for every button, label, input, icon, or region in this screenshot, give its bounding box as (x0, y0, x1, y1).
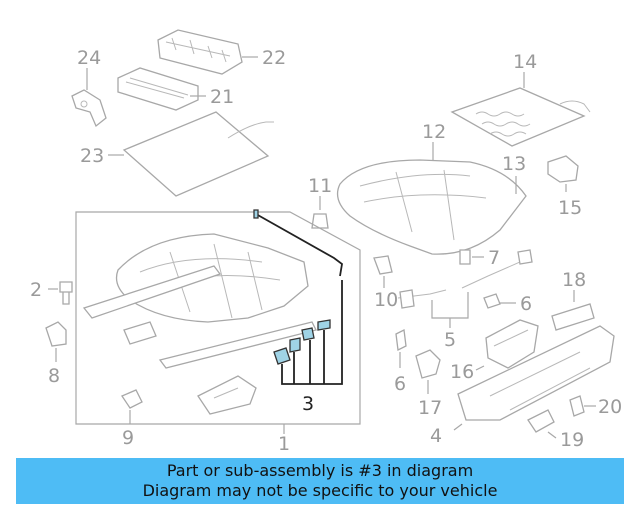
part-15-connector (547, 155, 579, 192)
callout-11: 11 (308, 175, 332, 197)
part-18-switch (551, 290, 595, 331)
part-1-seat-frame (82, 233, 317, 415)
callout-6a: 6 (520, 293, 532, 315)
callout-13: 13 (502, 153, 526, 175)
callout-2: 2 (30, 279, 42, 301)
part-3-highlighted (253, 209, 343, 385)
part-10-clip (373, 255, 393, 288)
callout-5: 5 (444, 329, 456, 351)
callout-17: 17 (418, 397, 442, 419)
part-4-shield (453, 325, 615, 431)
callout-9: 9 (122, 427, 134, 449)
callout-20: 20 (598, 396, 622, 418)
callout-22: 22 (262, 47, 286, 69)
part-2-bolt (48, 281, 73, 305)
part-11-clip (311, 196, 329, 229)
callout-4: 4 (430, 425, 442, 447)
part-22-module (157, 29, 258, 75)
part-14-heater (450, 72, 591, 147)
parts-diagram: 22 21 24 23 14 12 13 15 1 (30, 29, 622, 455)
callout-14: 14 (513, 51, 537, 73)
part-6-screw-b (395, 329, 407, 368)
callout-21: 21 (210, 86, 234, 108)
callout-8: 8 (48, 365, 60, 387)
part-9-cap (121, 389, 143, 424)
part-24-bracket (71, 68, 107, 128)
callout-15: 15 (558, 197, 582, 219)
part-8-clip (45, 321, 67, 362)
banner-line-1: Part or sub-assembly is #3 in diagram (166, 461, 474, 480)
callout-23: 23 (80, 145, 104, 167)
part-16-motor (475, 319, 539, 371)
part-12-cushion (336, 142, 527, 255)
callout-1: 1 (278, 433, 290, 455)
callout-19: 19 (560, 429, 584, 451)
callout-16: 16 (450, 361, 474, 383)
part-21-box (117, 67, 206, 111)
banner-line-2: Diagram may not be specific to your vehi… (142, 481, 498, 500)
callout-3: 3 (302, 393, 314, 415)
part-6-screw-a (483, 293, 516, 309)
callout-7: 7 (488, 247, 500, 269)
part-19-knob (527, 409, 557, 439)
part-20-knob (569, 395, 596, 417)
callout-18: 18 (562, 269, 586, 291)
part-23-mat (108, 111, 274, 197)
callout-10: 10 (374, 289, 398, 311)
info-banner: Part or sub-assembly is #3 in diagram Di… (16, 458, 624, 504)
callout-6b: 6 (394, 373, 406, 395)
callout-12: 12 (422, 121, 446, 143)
part-5-harness (397, 249, 533, 328)
part-7-clip (459, 249, 484, 265)
callout-24: 24 (77, 47, 101, 69)
part-17-actuator (415, 349, 441, 394)
